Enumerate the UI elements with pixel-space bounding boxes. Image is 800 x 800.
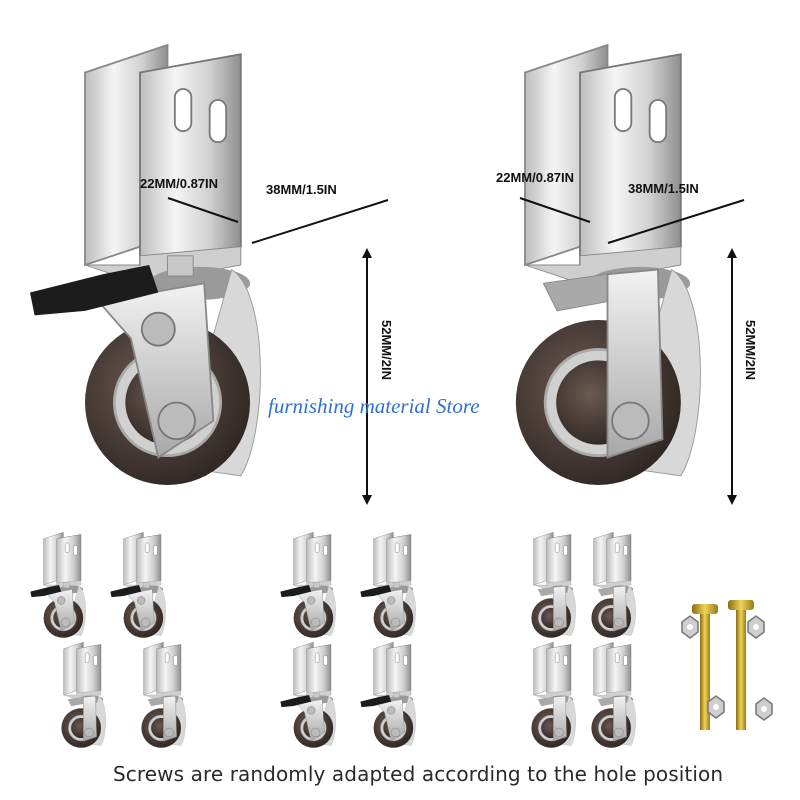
package-group-brake <box>30 530 190 750</box>
package-group-plain <box>520 530 680 750</box>
screws-and-nuts-image <box>681 600 773 730</box>
left-height-label: 52MM/2IN <box>379 320 394 380</box>
left-outer-width-label: 38MM/1.5IN <box>266 182 337 197</box>
right-outer-width-label: 38MM/1.5IN <box>628 181 699 196</box>
left-inner-width-label: 22MM/0.87IN <box>140 176 219 191</box>
right-height-label: 52MM/2IN <box>743 320 758 380</box>
left-dimension-arrows <box>167 197 745 505</box>
package-group-mixed <box>280 530 440 750</box>
store-watermark: furnishing material Store <box>268 394 480 418</box>
caption-text: Screws are randomly adapted according to… <box>113 762 724 786</box>
right-inner-width-label: 22MM/0.87IN <box>496 170 575 185</box>
